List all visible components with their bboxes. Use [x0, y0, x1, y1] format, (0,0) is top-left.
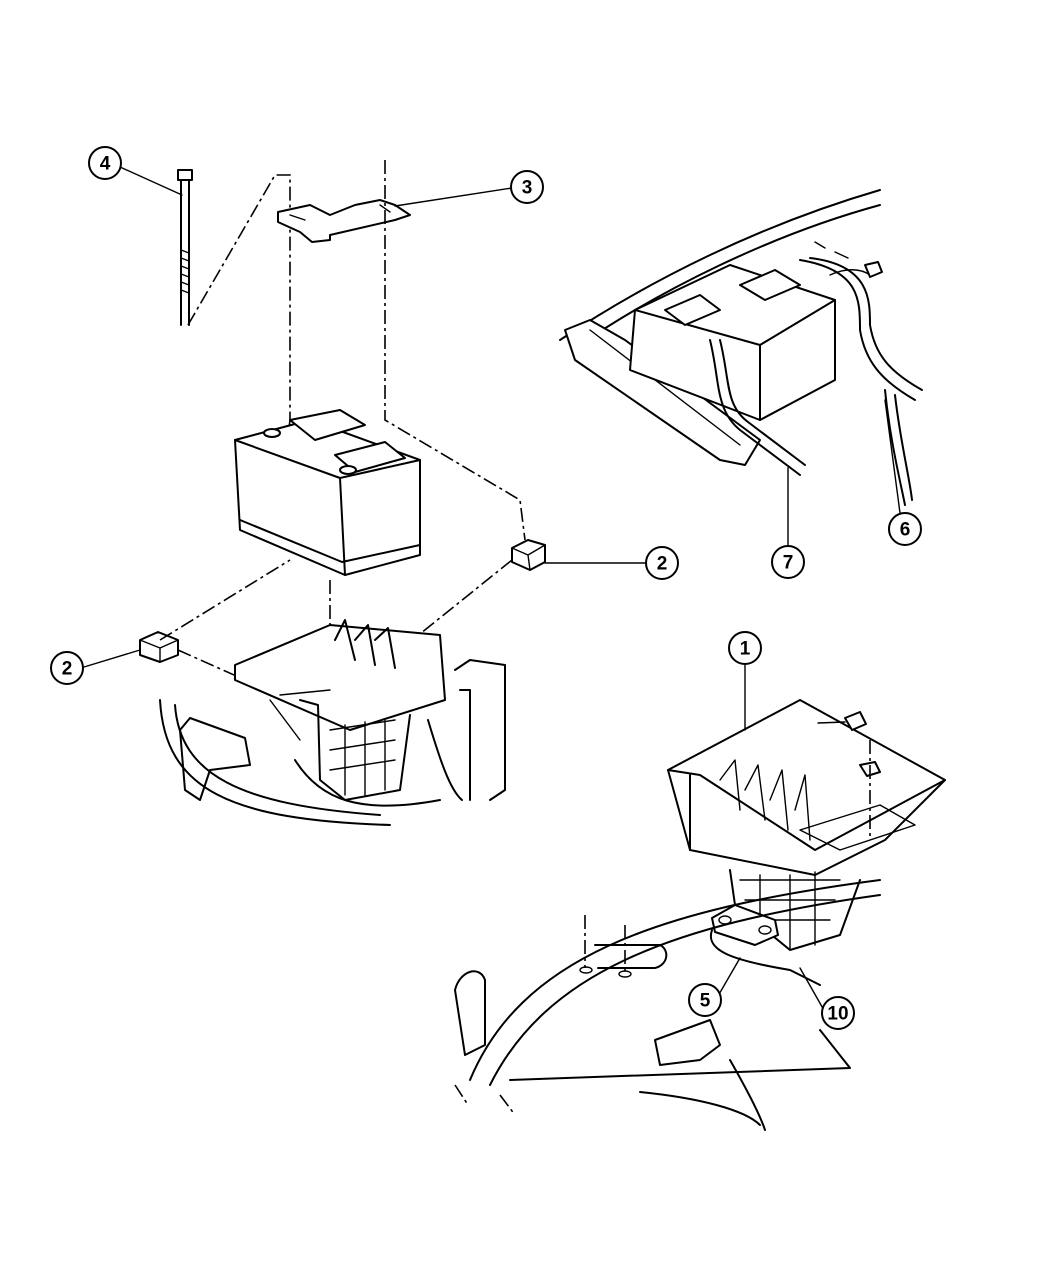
hold-down-bolt [177, 169, 193, 326]
battery-insulator-pad-right [511, 539, 546, 571]
tray-mounting-bolt [817, 711, 867, 731]
callout-10-label: 10 [827, 1004, 848, 1025]
battery-tray [667, 699, 946, 951]
callout-6: 6 [888, 512, 922, 546]
installed-battery-tray [234, 619, 446, 801]
hold-down-bracket [277, 199, 411, 243]
battery-cable-negative [799, 257, 923, 401]
leader-lines [83, 166, 903, 1013]
callout-1-label: 1 [740, 639, 751, 660]
callout-3: 3 [510, 170, 544, 204]
ground-bolt [814, 241, 883, 278]
callout-2-right-label: 2 [657, 554, 668, 575]
callout-7-label: 7 [783, 553, 794, 574]
fender-panel [884, 389, 913, 506]
pad-centerlines [159, 559, 513, 721]
installed-view [559, 189, 923, 506]
installed-battery [629, 264, 836, 421]
callout-10: 10 [821, 996, 855, 1030]
callout-3-label: 3 [522, 178, 533, 199]
callout-5: 5 [688, 983, 722, 1017]
callout-4: 4 [88, 146, 122, 180]
lower-body-panels [454, 879, 881, 1131]
tray-detail [454, 699, 946, 1131]
callout-5-label: 5 [700, 991, 711, 1012]
bracket-centerline [384, 160, 526, 541]
battery-cable-positive [709, 339, 806, 476]
bracket-retaining-arm [709, 929, 821, 986]
callout-4-label: 4 [100, 154, 111, 175]
installed-hold-down-bar [564, 319, 761, 466]
callout-2-left-label: 2 [62, 659, 73, 680]
callout-7: 7 [771, 545, 805, 579]
lower-centerlines [454, 915, 626, 1116]
bolt-centerline [187, 174, 291, 461]
left-assembly [139, 160, 546, 826]
callout-2-left: 2 [50, 651, 84, 685]
left-body-panels [159, 659, 506, 826]
battery [234, 409, 421, 576]
callout-2-right: 2 [645, 546, 679, 580]
callout-6-label: 6 [900, 520, 911, 541]
callout-1: 1 [728, 631, 762, 665]
battery-insulator-pad-left [139, 631, 179, 663]
